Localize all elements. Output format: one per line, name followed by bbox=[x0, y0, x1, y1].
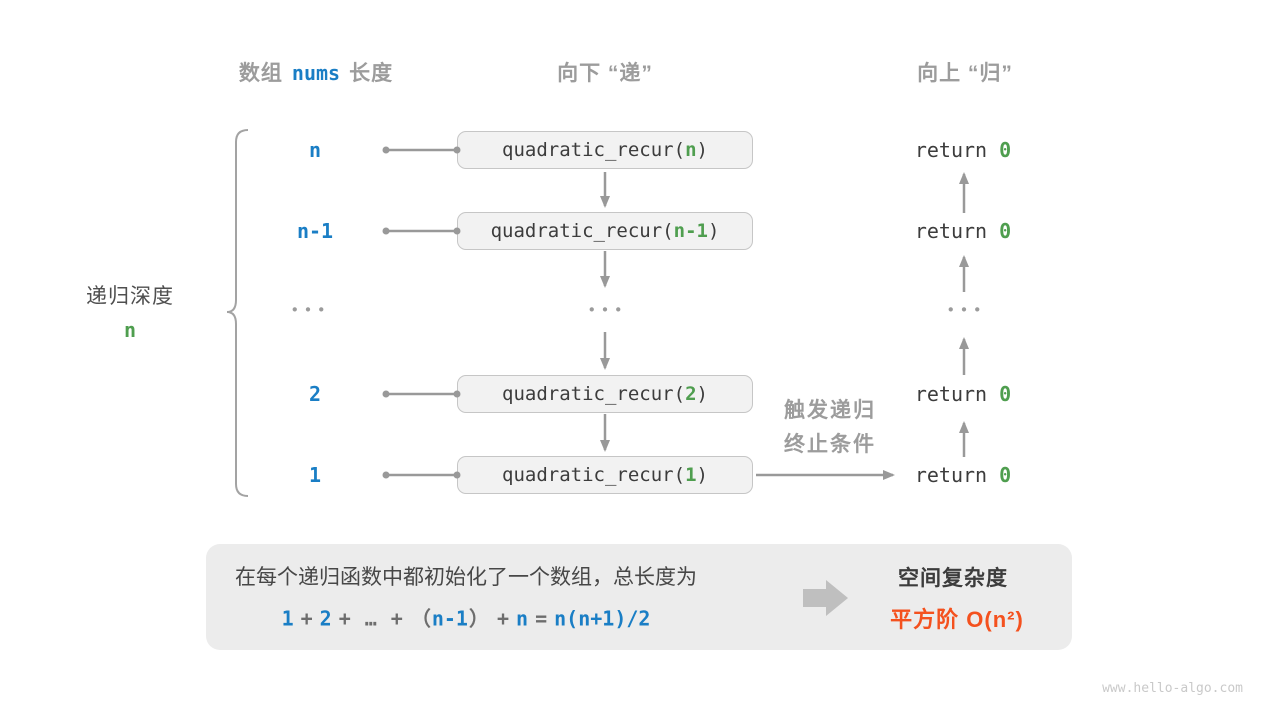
paren-close: ) bbox=[696, 464, 708, 486]
formula-term: n bbox=[516, 606, 529, 631]
call-arg: n bbox=[685, 139, 697, 161]
paren-open: ( bbox=[673, 464, 686, 486]
ellipsis-depth-column: ••• bbox=[292, 301, 332, 319]
paren-open: ( bbox=[673, 139, 686, 161]
recursion-depth-value: n bbox=[123, 318, 137, 342]
call-box-n: quadratic_recur(n) bbox=[457, 131, 753, 169]
column-header-array-length: 数组 nums 长度 bbox=[239, 57, 393, 87]
column-header-ascend: 向上 “归” bbox=[917, 62, 1013, 85]
depth-label-2: 2 bbox=[308, 382, 322, 406]
base-case-label-line2: 终止条件 bbox=[784, 433, 876, 456]
depth-label-n: n bbox=[308, 138, 322, 162]
return-keyword: return bbox=[914, 138, 988, 162]
return-value: 0 bbox=[999, 463, 1012, 487]
return-value: 0 bbox=[999, 138, 1012, 162]
formula-operator: + bbox=[338, 606, 351, 631]
call-box-2: quadratic_recur(2) bbox=[457, 375, 753, 413]
call-fn-name: quadratic_recur bbox=[502, 139, 674, 161]
space-complexity-title: 空间复杂度 bbox=[898, 567, 1008, 590]
return-value: 0 bbox=[999, 382, 1012, 406]
call-arg: 1 bbox=[685, 464, 697, 486]
depth-brace bbox=[226, 129, 249, 497]
depth-connectors bbox=[382, 146, 461, 479]
formula-term: n-1 bbox=[431, 606, 468, 631]
formula-operator: + bbox=[390, 606, 403, 631]
formula-term: 2 bbox=[319, 606, 332, 631]
base-case-label-line1: 触发递归 bbox=[784, 399, 876, 422]
ellipsis-return-column: ••• bbox=[948, 301, 988, 319]
header-array-suffix: 长度 bbox=[349, 62, 394, 85]
ellipsis-call-column: ••• bbox=[589, 301, 629, 319]
call-arg: n-1 bbox=[673, 220, 708, 242]
space-complexity-value: 平方阶 O(n²) bbox=[890, 607, 1024, 632]
paren-close: ) bbox=[707, 220, 720, 242]
call-fn-name: quadratic_recur bbox=[490, 220, 663, 242]
column-header-descend: 向下 “递” bbox=[557, 62, 653, 85]
paren-close: ) bbox=[696, 383, 708, 405]
summary-panel bbox=[206, 544, 1072, 650]
return-statement-1: return 0 bbox=[915, 463, 1011, 487]
watermark: www.hello-algo.com bbox=[1102, 681, 1243, 696]
paren-open: ( bbox=[673, 383, 686, 405]
call-fn-name: quadratic_recur bbox=[502, 464, 674, 486]
call-box-n-1: quadratic_recur(n-1) bbox=[457, 212, 753, 250]
call-arg: 2 bbox=[685, 383, 697, 405]
depth-label-n-1: n-1 bbox=[296, 219, 334, 243]
recursion-depth-label: 递归深度 bbox=[86, 285, 174, 308]
call-box-1: quadratic_recur(1) bbox=[457, 456, 753, 494]
formula-operator: + bbox=[496, 606, 510, 631]
total-length-formula: 1 + 2 + … + （ n-1 ） + n = n(n+1)/2 bbox=[282, 603, 651, 632]
paren-close: ) bbox=[696, 139, 708, 161]
return-value: 0 bbox=[999, 219, 1012, 243]
return-statement-2: return 0 bbox=[915, 382, 1011, 406]
formula-equals: = bbox=[535, 606, 548, 631]
depth-label-1: 1 bbox=[308, 463, 322, 487]
formula-result: n(n+1)/2 bbox=[554, 606, 651, 631]
paren-open: ( bbox=[662, 220, 674, 242]
return-keyword: return bbox=[914, 382, 988, 406]
call-fn-name: quadratic_recur bbox=[502, 383, 674, 405]
formula-paren-open: （ bbox=[410, 608, 431, 631]
return-statement-n: return 0 bbox=[915, 138, 1011, 162]
formula-term: 1 bbox=[281, 606, 294, 631]
return-statement-n-1: return 0 bbox=[915, 219, 1011, 243]
formula-operator: + bbox=[300, 606, 313, 631]
return-keyword: return bbox=[914, 463, 988, 487]
return-keyword: return bbox=[914, 219, 988, 243]
formula-ellipsis: … bbox=[364, 606, 377, 631]
header-array-prefix: 数组 bbox=[238, 62, 283, 85]
summary-description: 在每个递归函数中都初始化了一个数组，总长度为 bbox=[235, 566, 697, 589]
formula-paren-close: ） bbox=[468, 608, 489, 631]
header-nums-code: nums bbox=[291, 61, 341, 85]
